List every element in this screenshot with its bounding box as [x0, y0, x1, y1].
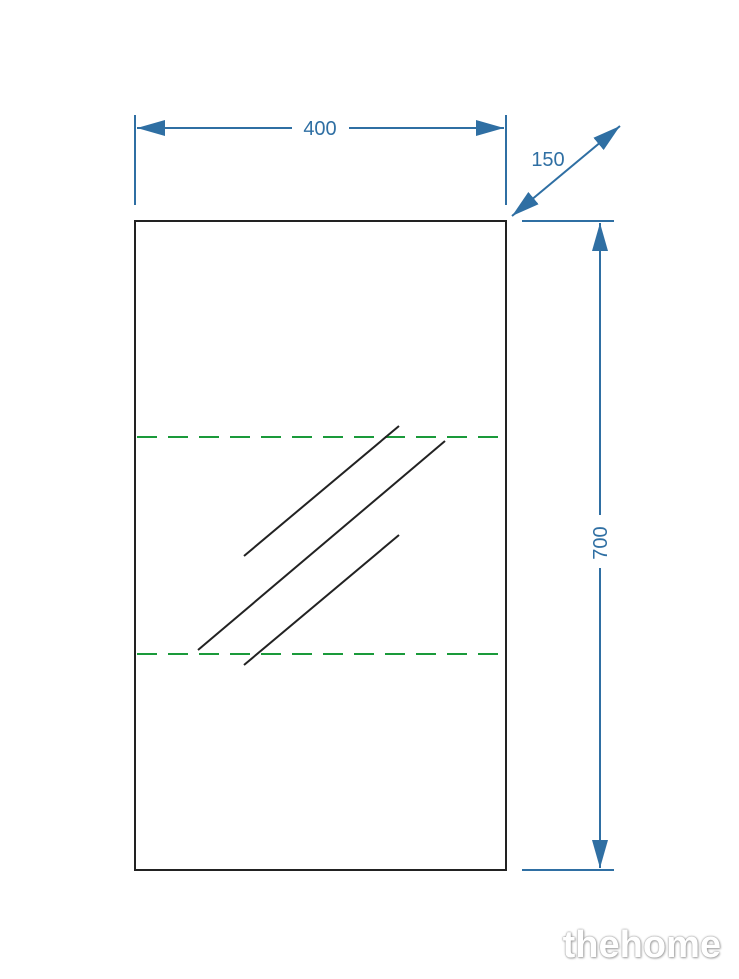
glass-mark-2: [197, 440, 446, 651]
height-label: 700: [590, 526, 612, 559]
width-dimension: 400: [134, 115, 507, 205]
glass-mark-1: [243, 425, 400, 557]
width-label: 400: [303, 118, 336, 140]
depth-label: 150: [531, 149, 564, 171]
depth-dimension-line: [511, 125, 621, 217]
mirror-outline: [134, 220, 507, 871]
height-dimension: 700: [522, 220, 614, 871]
glass-reflection-marks: [197, 425, 446, 666]
depth-dimension: 150: [511, 125, 621, 217]
watermark-logo: thehome: [562, 924, 721, 966]
glass-mark-3: [243, 534, 400, 666]
